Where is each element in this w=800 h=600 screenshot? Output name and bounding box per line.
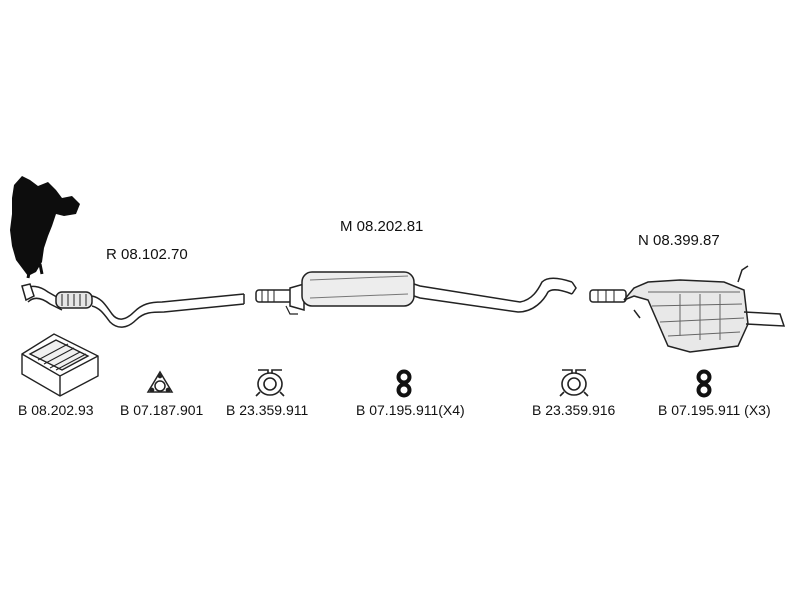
part-label-clamp: B 23.359.911 (226, 402, 309, 418)
part-label-rubber-hanger: B 07.195.911 (X3) (658, 402, 771, 418)
part-label-rubber-hanger: B 07.195.911(X4) (356, 402, 465, 418)
fitting-kit-icon (21, 333, 99, 397)
clamp-icon (559, 369, 589, 397)
rubber-hanger-icon (696, 369, 712, 398)
front-pipe (21, 283, 245, 328)
part-code: B 07.195.911 (658, 402, 741, 418)
part-label-gasket: B 07.187.901 (120, 402, 204, 418)
part-quantity: (X3) (744, 402, 771, 418)
part-label-fitting-kit: B 08.202.93 (18, 402, 94, 418)
clamp-icon (255, 369, 285, 397)
exhaust-manifold-icon (10, 176, 80, 276)
part-label-clamp: B 23.359.916 (532, 402, 616, 418)
gasket-icon (146, 370, 174, 393)
rubber-hanger-icon (396, 369, 412, 398)
middle-silencer (255, 271, 577, 315)
part-label-rear-silencer: N 08.399.87 (638, 232, 720, 249)
part-label-middle-silencer: M 08.202.81 (340, 218, 424, 235)
rear-silencer (589, 265, 786, 353)
part-quantity: (X4) (438, 402, 465, 418)
part-label-front-pipe: R 08.102.70 (106, 246, 188, 263)
part-code: B 07.195.911 (356, 402, 439, 418)
